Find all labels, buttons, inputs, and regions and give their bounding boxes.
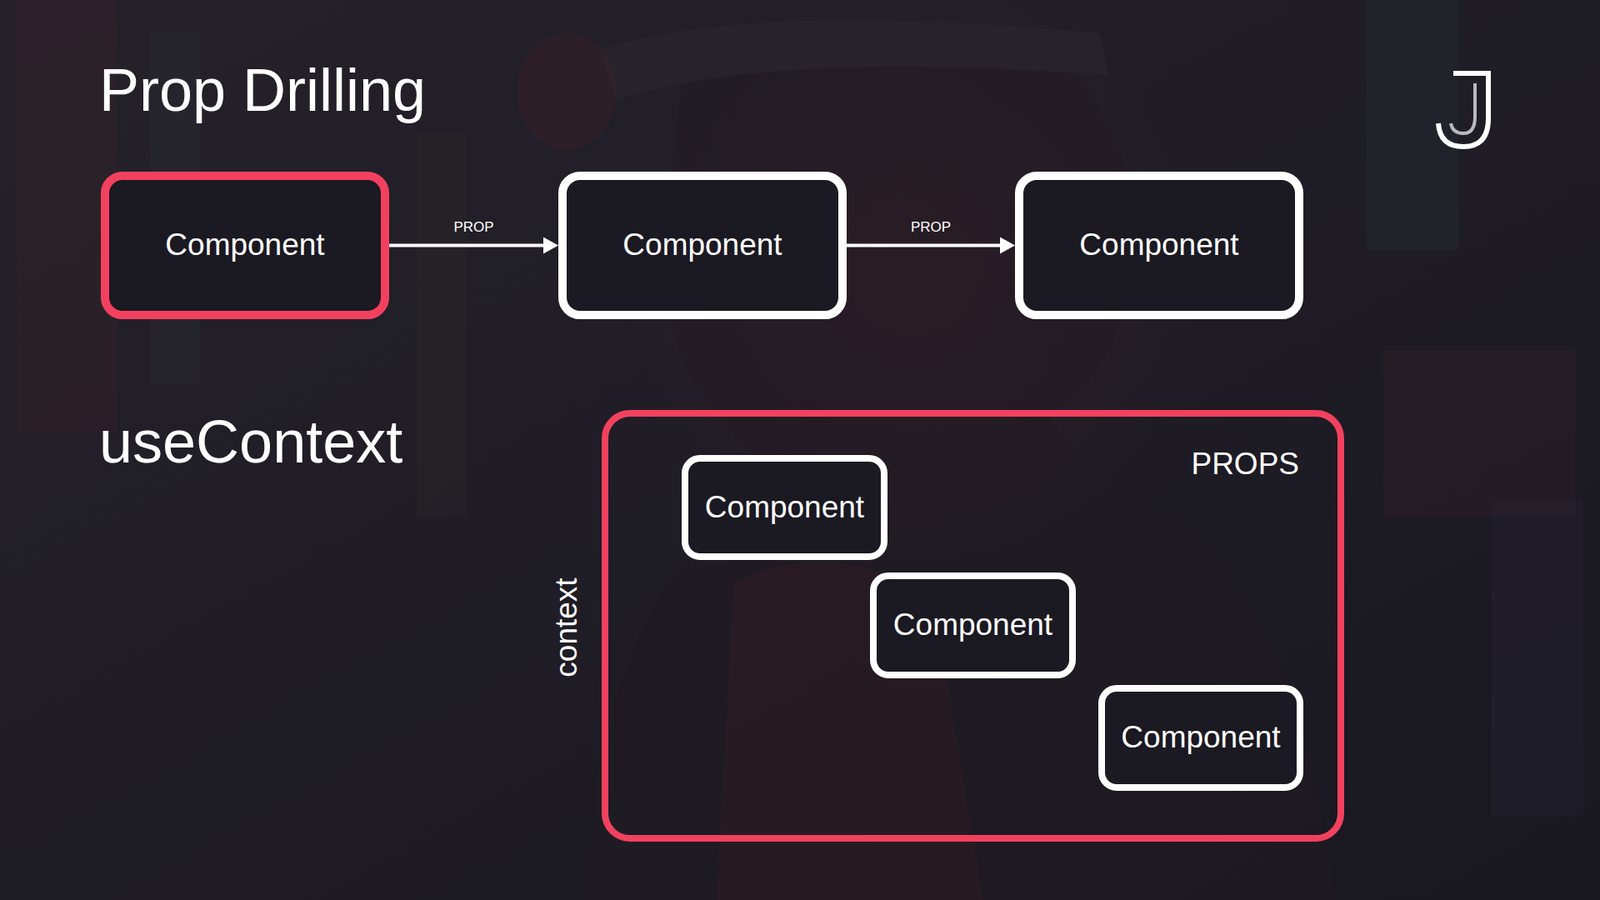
component-box: Component [558,171,847,320]
arrow-line [846,244,1004,248]
arrow-line [389,244,547,248]
arrow-head [1000,237,1015,255]
component-box: Component [681,455,888,560]
component-box: Component [870,572,1076,679]
box-label: Component [1079,227,1239,264]
box-label: Component [165,227,325,264]
arrow-head [543,237,559,255]
component-box: Component [1015,171,1304,320]
slide-title: Prop Drilling [99,60,426,120]
logo-outline [1438,73,1489,147]
prop-arrow [846,237,1015,255]
logo-inner [1450,83,1475,134]
section-heading: useContext [99,411,403,472]
edge-label: PROP [453,220,494,236]
region-side-label: context [549,577,585,677]
prop-arrow [389,237,559,255]
context-region: ComponentComponentComponentPROPScontext [601,410,1345,842]
box-label: Component [622,227,782,264]
box-label: Component [705,490,865,526]
edge-label: PROP [910,220,951,236]
box-label: Component [1120,720,1280,756]
component-box: Component [1098,685,1304,791]
component-box: Component [100,171,390,320]
region-label: PROPS [1190,446,1300,483]
box-label: Component [893,607,1053,644]
